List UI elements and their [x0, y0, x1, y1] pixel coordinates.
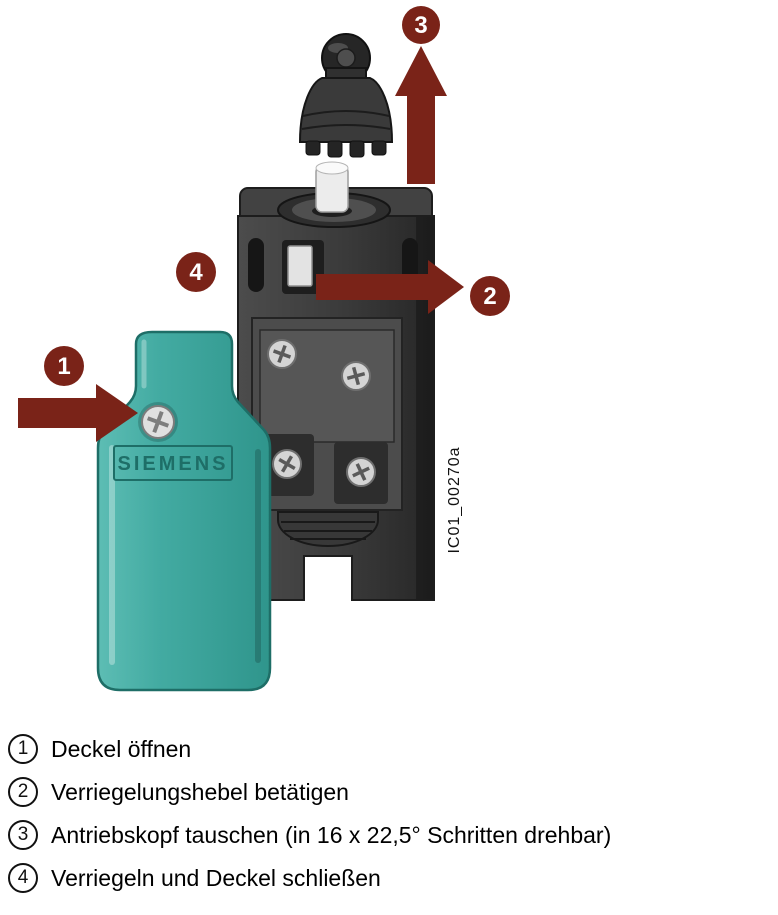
- legend-item-4: 4 Verriegeln und Deckel schließen: [8, 863, 768, 893]
- legend-number-4: 4: [8, 863, 38, 893]
- callout-4-circle: [176, 252, 216, 292]
- legend-number-3: 3: [8, 820, 38, 850]
- legend-text-1: Deckel öffnen: [51, 735, 192, 762]
- callout-3: 3: [402, 6, 440, 44]
- siemens-logo: SIEMENS: [117, 453, 228, 475]
- lever-handle: [287, 245, 313, 287]
- callout-3-number: 3: [414, 12, 427, 39]
- cover-shape: [96, 330, 272, 692]
- arrow-3-shaft: [407, 96, 435, 184]
- callout-2: 2: [470, 276, 510, 316]
- mounting-slot-left: [248, 238, 264, 292]
- arrow-2-head: [428, 260, 464, 314]
- cable-gland: [277, 511, 379, 547]
- plunger: [312, 161, 352, 217]
- head-feet: [305, 140, 387, 158]
- legend-number-1: 1: [8, 734, 38, 764]
- arrow-3-head: [395, 46, 447, 96]
- callout-1-number: 1: [57, 353, 70, 380]
- cover-screw: [138, 402, 178, 442]
- legend-item-1: 1 Deckel öffnen: [8, 734, 768, 764]
- legend-item-3: 3 Antriebskopf tauschen (in 16 x 22,5° S…: [8, 820, 768, 850]
- actuator-head: [298, 33, 394, 158]
- callout-2-number: 2: [483, 283, 496, 310]
- arrow-1: [18, 384, 138, 442]
- callout-4-number: 4: [189, 259, 203, 286]
- cover-screw-cross: [146, 410, 170, 434]
- callout-4: 4: [176, 252, 216, 292]
- arrow-1-shaft: [18, 398, 96, 428]
- callout-1: 1: [44, 346, 84, 386]
- locking-lever: [282, 240, 324, 294]
- arrow-3: [395, 46, 447, 184]
- legend-number-2: 2: [8, 777, 38, 807]
- legend-item-2: 2 Verriegelungshebel betätigen: [8, 777, 768, 807]
- legend: 1 Deckel öffnen 2 Verriegelungshebel bet…: [0, 726, 778, 893]
- callout-1-circle: [44, 346, 84, 386]
- legend-text-3: Antriebskopf tauschen (in 16 x 22,5° Sch…: [51, 821, 612, 848]
- head-seam-2: [301, 124, 391, 130]
- terminal-screw-1: [272, 449, 302, 479]
- arrow-2: [316, 260, 464, 314]
- plunger-cap: [315, 161, 349, 175]
- head-seam-1: [302, 110, 390, 117]
- contact-screw-1: [267, 339, 297, 369]
- arrow-2-shaft: [316, 274, 428, 300]
- brand-plate: [113, 445, 233, 481]
- terminal-screw-2: [346, 457, 376, 487]
- cover: SIEMENS: [96, 330, 272, 692]
- callout-3-circle: [402, 6, 440, 44]
- roller-hub: [336, 48, 356, 68]
- contact-screw-2: [341, 361, 371, 391]
- arrow-1-head: [96, 384, 138, 442]
- legend-text-2: Verriegelungshebel betätigen: [51, 778, 349, 805]
- legend-text-4: Verriegeln und Deckel schließen: [51, 864, 381, 891]
- exploded-diagram: IC01_00270a 3: [18, 6, 510, 692]
- figure-code: IC01_00270a: [446, 446, 463, 553]
- callout-2-circle: [470, 276, 510, 316]
